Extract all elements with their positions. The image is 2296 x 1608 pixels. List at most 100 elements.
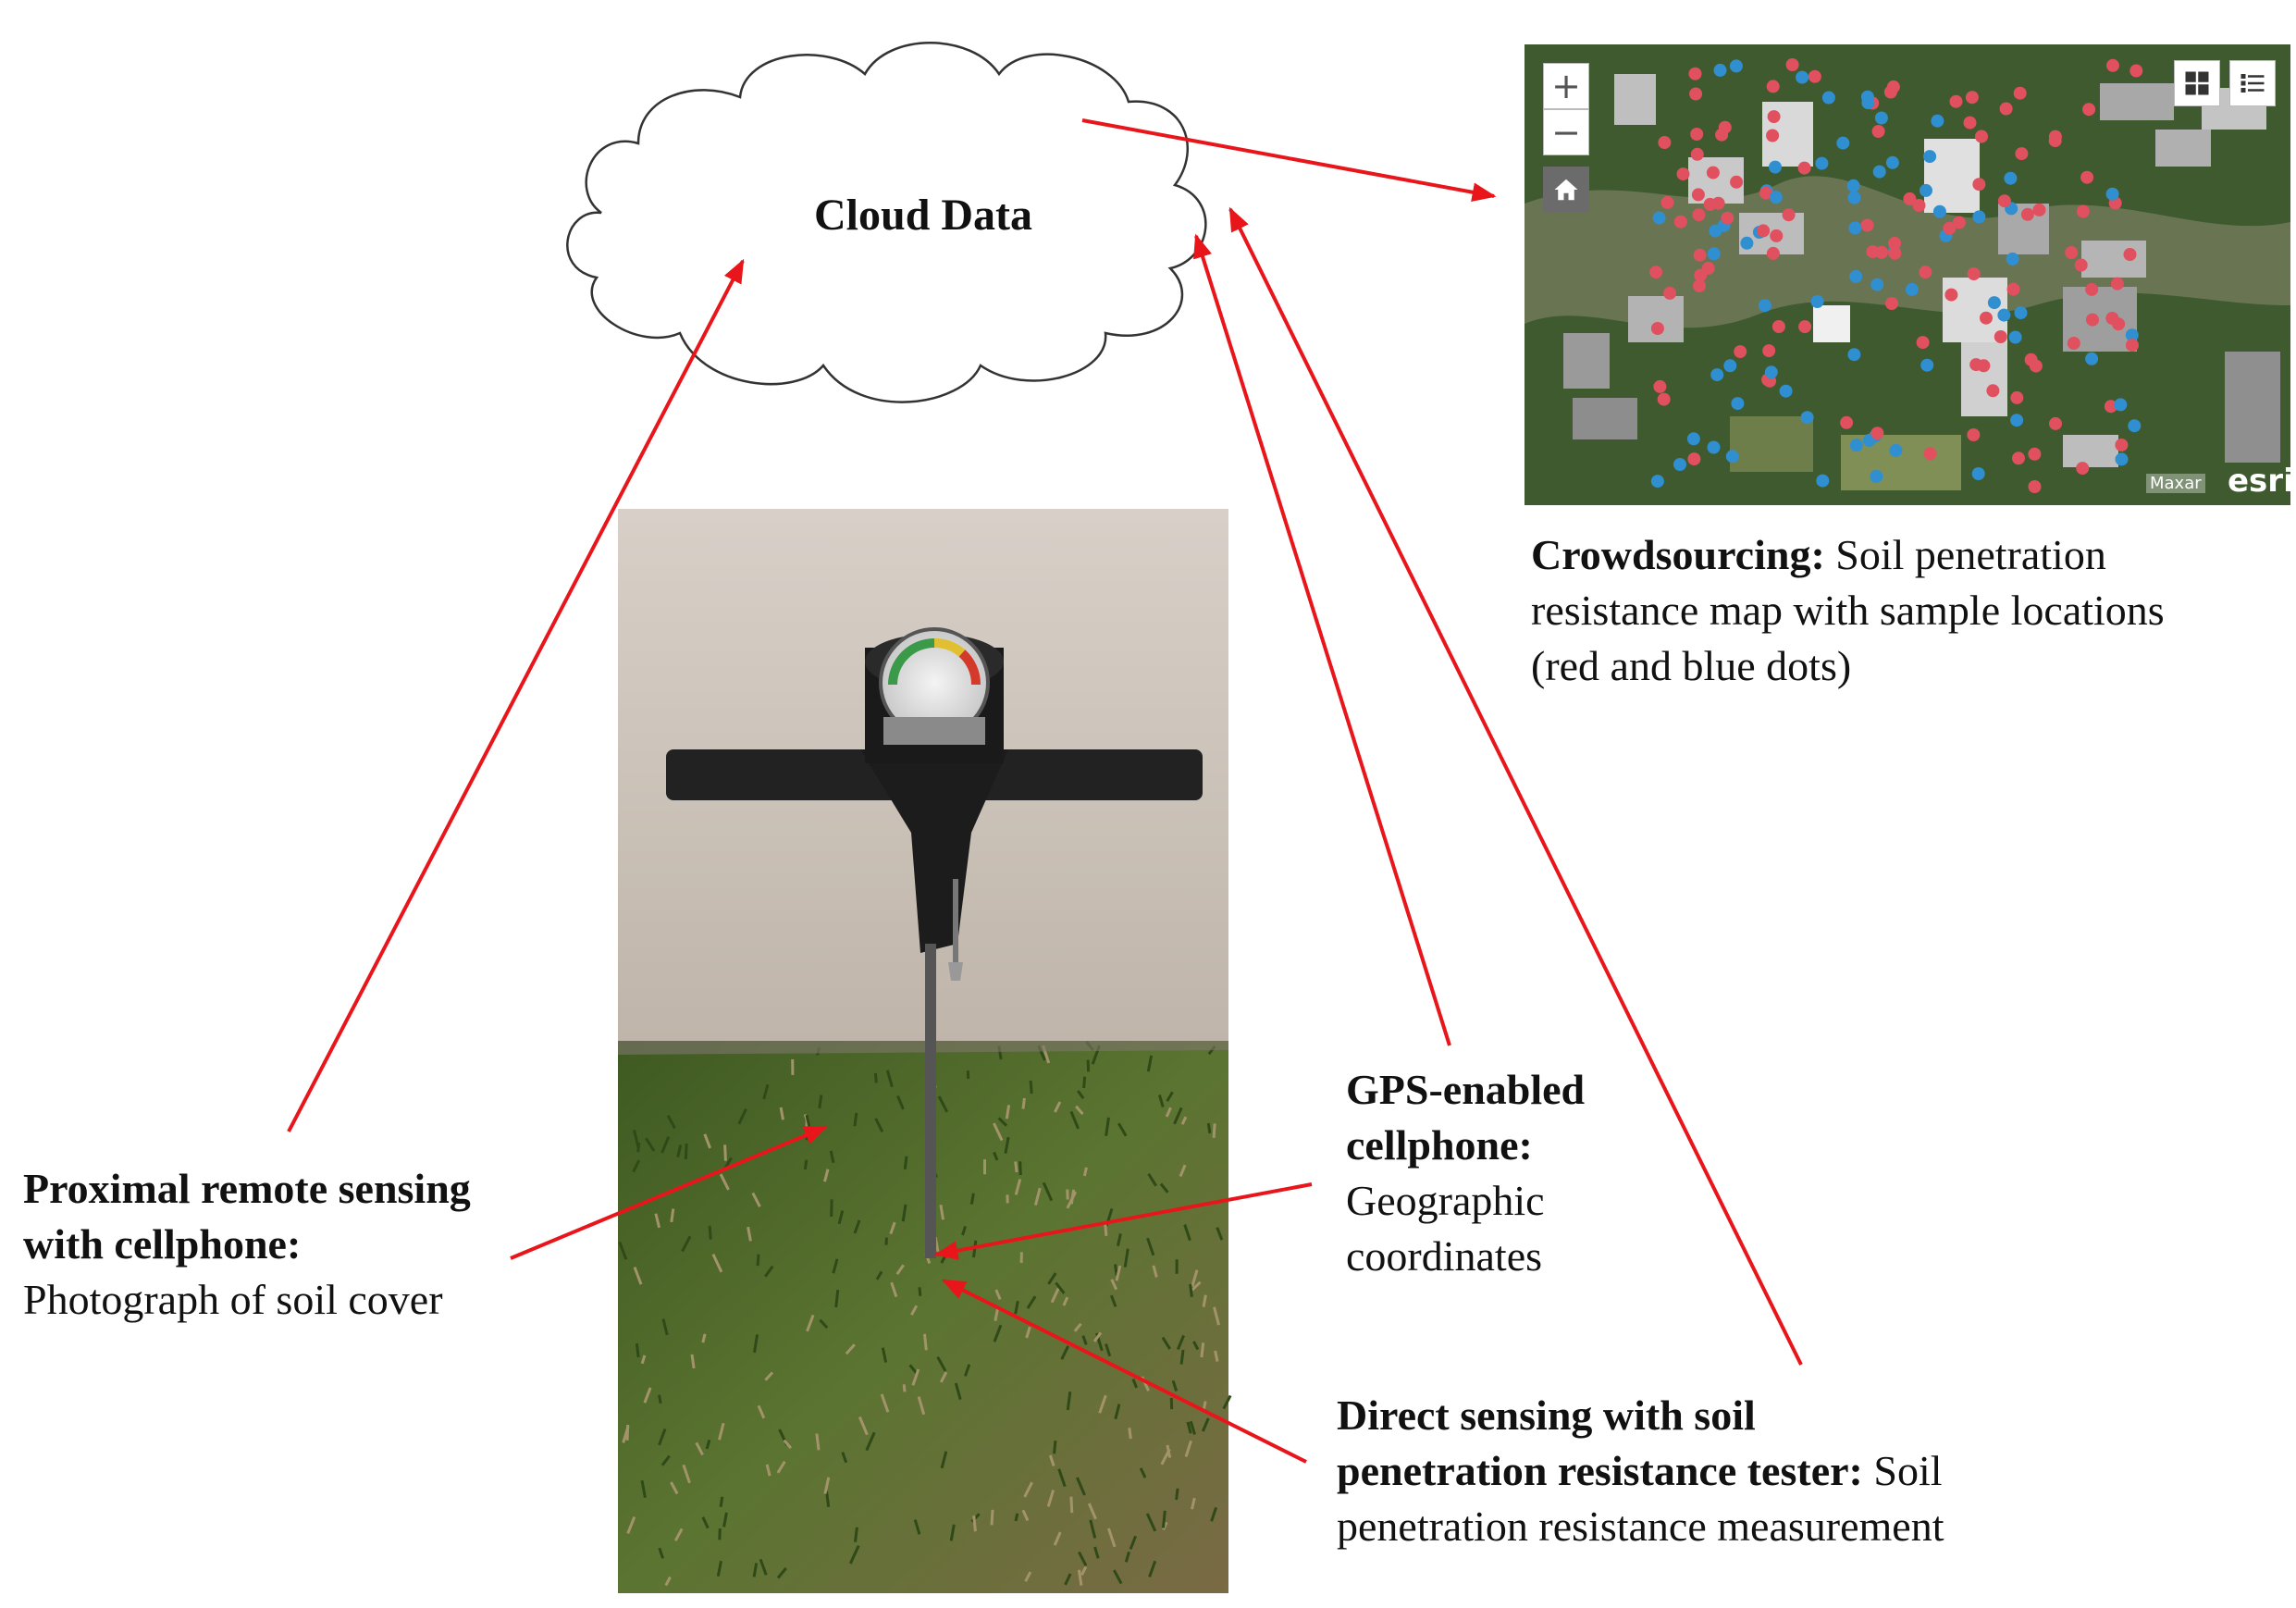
sample-dot xyxy=(2065,246,2079,259)
grass-blade xyxy=(1105,1343,1112,1357)
sample-dot xyxy=(1692,208,1706,222)
sample-dot xyxy=(2048,134,2062,148)
grass-blade xyxy=(716,1560,722,1577)
sample-dot xyxy=(1796,70,1809,84)
esri-logo: esri xyxy=(2228,463,2294,500)
sample-dot xyxy=(1872,165,1886,179)
sample-dot xyxy=(1821,91,1835,105)
grass-blade xyxy=(756,1254,760,1267)
grass-blade xyxy=(1069,1110,1080,1130)
grass-blade xyxy=(1162,1521,1168,1531)
home-button[interactable] xyxy=(1543,167,1589,213)
grass-blade xyxy=(673,1528,684,1541)
arrow-proximal-to-photo xyxy=(510,1125,829,1260)
sample-dot xyxy=(1923,447,1937,461)
sample-dot xyxy=(1800,411,1814,425)
sample-dot xyxy=(1693,279,1706,292)
grass-blade xyxy=(1021,1509,1030,1522)
grass-blade xyxy=(711,1253,723,1273)
sample-dot xyxy=(1847,348,1861,362)
grass-blade xyxy=(705,1439,711,1450)
grass-blade xyxy=(858,1416,869,1436)
sample-dot xyxy=(1652,211,1666,225)
grass-blade xyxy=(913,1519,921,1535)
grass-blade xyxy=(832,1258,839,1274)
grass-blade xyxy=(806,1314,815,1332)
grass-blade xyxy=(747,1226,752,1242)
gps-caption: GPS-enabled cellphone: Geographic coordi… xyxy=(1346,1062,1585,1284)
sample-dot xyxy=(2074,258,2088,272)
grass-blade xyxy=(1124,1551,1130,1563)
sample-dot xyxy=(1999,102,2013,116)
sample-dot xyxy=(2020,207,2034,221)
grass-blade xyxy=(994,1307,1000,1321)
grass-blade xyxy=(1014,1179,1022,1195)
sample-dot xyxy=(1848,221,1862,235)
grass-blade xyxy=(1210,1506,1218,1522)
sample-dot xyxy=(2028,447,2042,461)
crowdsourcing-map[interactable] xyxy=(1524,44,2290,505)
grass-blade xyxy=(645,1137,656,1152)
sample-dot xyxy=(2128,419,2142,433)
grass-blade xyxy=(640,1479,647,1498)
grass-blade xyxy=(1147,1173,1157,1187)
grass-blade xyxy=(1082,1167,1088,1177)
grass-blade xyxy=(939,1371,948,1383)
grass-blade xyxy=(759,1558,768,1576)
grass-blade xyxy=(1025,1326,1031,1339)
grass-blade xyxy=(1092,1331,1103,1342)
grass-blade xyxy=(819,1318,829,1330)
sample-dot xyxy=(1932,204,1946,218)
sample-dot xyxy=(1860,90,1874,104)
legend-list-button[interactable] xyxy=(2229,60,2276,106)
grass-blade xyxy=(1152,1265,1158,1278)
grass-blade xyxy=(1216,1227,1224,1241)
grass-blade xyxy=(719,1173,730,1191)
grass-blade xyxy=(664,1576,672,1587)
grass-blade xyxy=(911,1368,920,1386)
sample-dot xyxy=(1905,282,1919,296)
sample-dot xyxy=(2076,462,2090,476)
sample-dot xyxy=(2049,416,2062,430)
sample-dot xyxy=(1691,188,1705,202)
sample-dot xyxy=(2126,339,2139,353)
grass-blade xyxy=(654,1213,661,1229)
sample-dot xyxy=(1980,311,1993,325)
direct-heading-line2: penetration resistance tester: xyxy=(1337,1447,1863,1494)
crowdsourcing-heading: Crowdsourcing: xyxy=(1531,531,1825,578)
sample-dot xyxy=(1769,191,1783,204)
sample-dot xyxy=(1885,297,1898,310)
zoom-out-button[interactable]: − xyxy=(1543,109,1589,155)
sample-dot xyxy=(2085,352,2099,365)
sample-dot xyxy=(1740,236,1754,250)
sample-dot xyxy=(1808,69,1821,83)
crowdsourcing-line1: Soil penetration xyxy=(1835,531,2106,578)
grass-blade xyxy=(823,1169,830,1182)
home-icon xyxy=(1554,179,1578,201)
grass-blade xyxy=(1026,1295,1037,1309)
grass-blade xyxy=(753,1334,759,1354)
crowdsourcing-line2: resistance map with sample locations xyxy=(1531,587,2165,634)
grass-blade xyxy=(633,1267,643,1285)
grass-blade xyxy=(885,1070,894,1088)
grass-blade xyxy=(993,1122,1004,1142)
sample-dot xyxy=(2115,439,2129,451)
zoom-in-button[interactable]: + xyxy=(1543,63,1589,109)
grass-blade xyxy=(751,1192,761,1207)
grass-blade xyxy=(658,1394,662,1404)
grass-blade xyxy=(1148,1560,1157,1577)
sample-dot xyxy=(1707,440,1721,454)
grass-blade xyxy=(1191,1269,1199,1287)
grass-blade xyxy=(923,1333,928,1351)
grass-blade xyxy=(818,1095,823,1109)
grass-blade xyxy=(1004,1136,1010,1154)
sample-dot xyxy=(1779,384,1793,398)
arrow-cloud-to-map xyxy=(1081,118,1497,202)
grass-blade xyxy=(1082,1076,1087,1089)
sample-dot xyxy=(1759,186,1772,200)
sample-dot xyxy=(2129,64,2143,78)
sample-dot xyxy=(1997,194,2011,208)
grass-blade xyxy=(723,1157,733,1169)
grass-blade xyxy=(1128,1428,1132,1440)
basemap-grid-button[interactable] xyxy=(2174,60,2220,106)
